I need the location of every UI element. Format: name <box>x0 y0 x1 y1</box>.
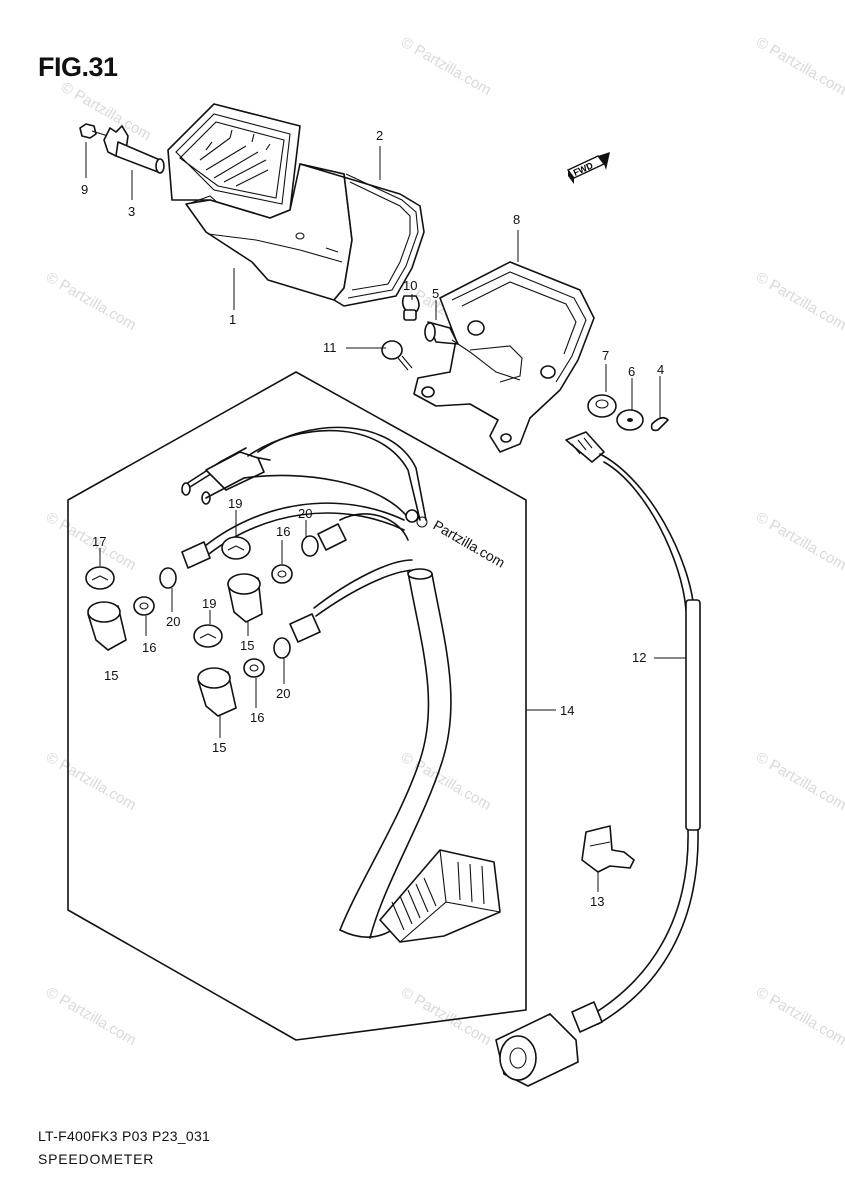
watermark-text: © Partzilla.com <box>398 34 494 99</box>
callout-5: 5 <box>432 286 439 301</box>
site-label: Partzilla.com <box>431 517 508 571</box>
callout-19-lower: 19 <box>202 596 216 611</box>
bulb-socket-20-lower <box>273 613 321 659</box>
callout-15-left: 15 <box>104 668 118 683</box>
washer-part-16-left <box>133 596 155 616</box>
watermark-text: © Partzilla.com <box>753 749 845 814</box>
callout-20-upper: 20 <box>298 506 312 521</box>
callout-8: 8 <box>513 212 520 227</box>
cap-part-17 <box>85 566 115 590</box>
callout-7: 7 <box>602 348 609 363</box>
drive-gear-part-3 <box>103 125 165 174</box>
fwd-arrow-icon: FWD <box>566 152 610 184</box>
watermark-text: © Partzilla.com <box>43 749 139 814</box>
callout-4: 4 <box>657 362 664 377</box>
footer-code: LT-F400FK3 P03 P23_031 <box>38 1128 211 1144</box>
bulb-part-10 <box>401 295 420 321</box>
callout-16-left: 16 <box>142 640 156 655</box>
callout-14: 14 <box>560 703 574 718</box>
grommet-part-7 <box>587 394 617 418</box>
callout-9: 9 <box>81 182 88 197</box>
leader-lines <box>85 142 686 892</box>
speedometer-meter-part-1 <box>167 103 353 301</box>
screw-part-9 <box>79 123 109 139</box>
watermark-text: © Partzilla.com <box>753 269 845 334</box>
watermark-text: © Partzilla.com <box>753 509 845 574</box>
callout-12: 12 <box>632 650 646 665</box>
callout-10: 10 <box>403 278 417 293</box>
washer-part-16-lower <box>243 658 265 678</box>
meter-bracket-part-8 <box>413 261 595 453</box>
callout-19-upper: 19 <box>228 496 242 511</box>
callout-1: 1 <box>229 312 236 327</box>
light-guide-part-15-middle <box>227 573 263 623</box>
callout-16-upper: 16 <box>276 524 290 539</box>
callout-2: 2 <box>376 128 383 143</box>
light-guide-part-15-lower <box>197 667 237 717</box>
watermark-text: © Partzilla.com <box>753 34 845 99</box>
speedometer-cable-part-12 <box>495 431 701 1087</box>
cable-clamp-part-13 <box>581 825 635 873</box>
callout-13: 13 <box>590 894 604 909</box>
bulb-socket-part-5 <box>424 321 521 381</box>
callout-20-left: 20 <box>166 614 180 629</box>
callout-15-middle: 15 <box>240 638 254 653</box>
callout-6: 6 <box>628 364 635 379</box>
site-watermark-label: Partzilla.com <box>416 516 508 571</box>
watermark-text: © Partzilla.com <box>43 269 139 334</box>
bulb-socket-20-upper <box>301 523 347 557</box>
callout-3: 3 <box>128 204 135 219</box>
callout-15-lower: 15 <box>212 740 226 755</box>
fwd-label: FWD <box>572 160 595 178</box>
footer-name: SPEEDOMETER <box>38 1151 155 1167</box>
meter-case-part-2 <box>299 163 425 307</box>
grommet-part-19-lower <box>193 624 223 648</box>
harness-group-box <box>67 371 527 1041</box>
clip-part-4 <box>650 416 669 432</box>
callout-11: 11 <box>323 340 337 355</box>
figure-title: FIG.31 <box>38 52 118 82</box>
callout-17: 17 <box>92 534 106 549</box>
washer-part-16-upper <box>271 564 293 584</box>
wiring-harness-part-14 <box>181 426 501 943</box>
watermark-text: © Partzilla.com <box>43 984 139 1049</box>
grommet-part-19-upper <box>221 536 251 560</box>
watermark-text: © Partzilla.com <box>753 984 845 1049</box>
washer-part-6 <box>616 409 644 431</box>
screw-part-11 <box>381 340 413 371</box>
callout-20-lower: 20 <box>276 686 290 701</box>
callouts: 1 2 3 4 5 6 7 8 9 10 11 12 13 14 15 15 1… <box>81 128 664 909</box>
light-guide-part-15-left <box>87 601 127 651</box>
bulb-socket-20-left <box>159 541 211 589</box>
callout-16-lower: 16 <box>250 710 264 725</box>
